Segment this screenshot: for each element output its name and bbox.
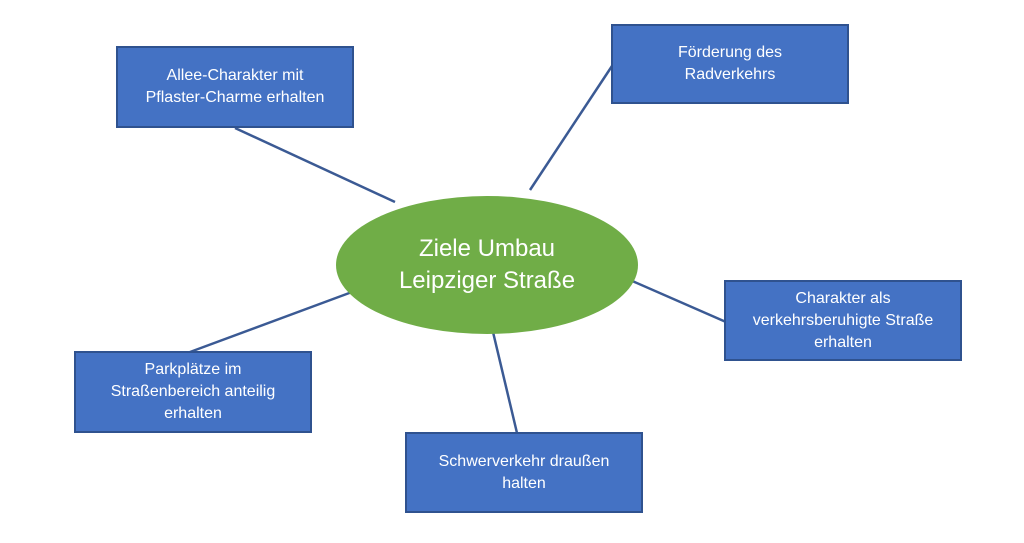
center-title-line: Ziele Umbau [418,235,556,262]
goal-text-line: Straßenbereich anteilig [110,383,276,400]
connector-schwerverkehr [491,331,519,434]
connector-parkplaetze [189,290,353,354]
center-node-ziele-umbau: Ziele Umbau Leipziger Straße [336,196,638,334]
goal-box-verkehrsberuhigte-strasse: Charakter als verkehrsberuhigte Straße e… [724,280,962,361]
goal-box-allee-charakter: Allee-Charakter mit Pflaster-Charme erha… [116,46,354,128]
goal-text-line: Charakter als [795,289,891,307]
goal-text-line: Pflaster-Charme erhalten [145,89,325,106]
goal-box-parkplaetze: Parkplätze im Straßenbereich anteilig er… [74,351,312,433]
center-title-line: Leipziger Straße [398,267,576,294]
goal-text-line: Förderung des [677,44,783,61]
goal-text-line: Radverkehrs [684,66,776,83]
goal-box-radverkehr: Förderung des Radverkehrs [611,24,849,104]
connector-radverkehr [528,65,614,191]
goal-text-line: Parkplätze im [144,361,242,378]
goal-box-schwerverkehr: Schwerverkehr draußen halten [405,432,643,513]
goal-text-line: erhalten [164,405,222,422]
goal-text-line: verkehrsberuhigte Straße [752,311,934,329]
goal-text-line: erhalten [814,333,872,351]
goal-text-line: halten [502,474,546,492]
connector-allee [234,126,396,204]
goal-text-line: Schwerverkehr draußen [438,452,610,470]
goal-text-line: Allee-Charakter mit [166,67,304,84]
connector-verkehrsberuhigt [629,278,727,324]
